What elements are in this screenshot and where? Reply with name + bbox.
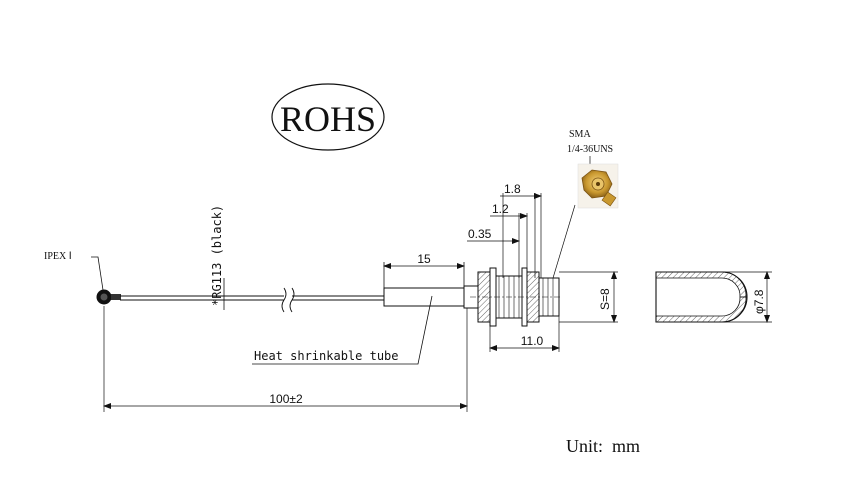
rohs-mark: ROHS <box>271 83 385 151</box>
heat-shrink-label: Heat shrinkable tube <box>254 349 399 363</box>
sma-leader-line <box>552 204 576 279</box>
sma-bulkhead-body <box>463 267 562 327</box>
flange-1-value: 1.8 <box>504 182 521 196</box>
cap-diameter-value: φ7.8 <box>752 289 766 314</box>
total-length-dimension: 100±2 <box>103 306 468 412</box>
rohs-text: ROHS <box>280 99 376 139</box>
sma-photo-pin <box>596 182 600 186</box>
flange-3-value: 0.35 <box>468 227 492 241</box>
body-length-dimension: 11.0 <box>489 316 560 352</box>
heat-shrink-tube: 15 Heat shrinkable tube <box>252 252 465 365</box>
sma-thread-label: 1/4-36UNS <box>567 144 613 155</box>
heat-shrink-leader <box>252 295 433 365</box>
cable: *RG113 (black) <box>120 205 384 313</box>
body-length-value: 11.0 <box>521 334 544 348</box>
sma-photo-tail <box>601 191 617 207</box>
protective-cap: φ7.8 <box>655 271 772 323</box>
flange-dimensions: 1.8 1.2 0.35 <box>467 182 542 278</box>
ipex-leader-line <box>91 256 104 291</box>
rohs-ellipse <box>271 83 385 151</box>
ipex-connector-pin <box>100 293 108 301</box>
sma-callout: SMA 1/4-36UNS <box>552 129 619 279</box>
cable-label: *RG113 (black) <box>210 205 224 306</box>
sma-type-label: SMA <box>569 129 591 140</box>
heat-shrink-body <box>383 287 465 307</box>
total-length-value: 100±2 <box>269 392 303 406</box>
sma-connector-photo-icon <box>577 163 619 209</box>
cap-wall-bottom <box>655 296 747 323</box>
ipex-connector-neck <box>111 294 121 300</box>
cap-wall-top <box>655 271 747 298</box>
flange-2-value: 1.2 <box>492 202 509 216</box>
tube-length-value: 15 <box>417 252 431 266</box>
hex-size-value: S=8 <box>598 288 612 310</box>
break-mark-left <box>281 287 287 313</box>
unit-label: Unit: mm <box>566 436 640 456</box>
ipex-label: IPEX Ⅰ <box>44 251 72 262</box>
hex-dimension: S=8 <box>559 271 618 323</box>
ipex-connector: IPEX Ⅰ <box>44 251 121 305</box>
